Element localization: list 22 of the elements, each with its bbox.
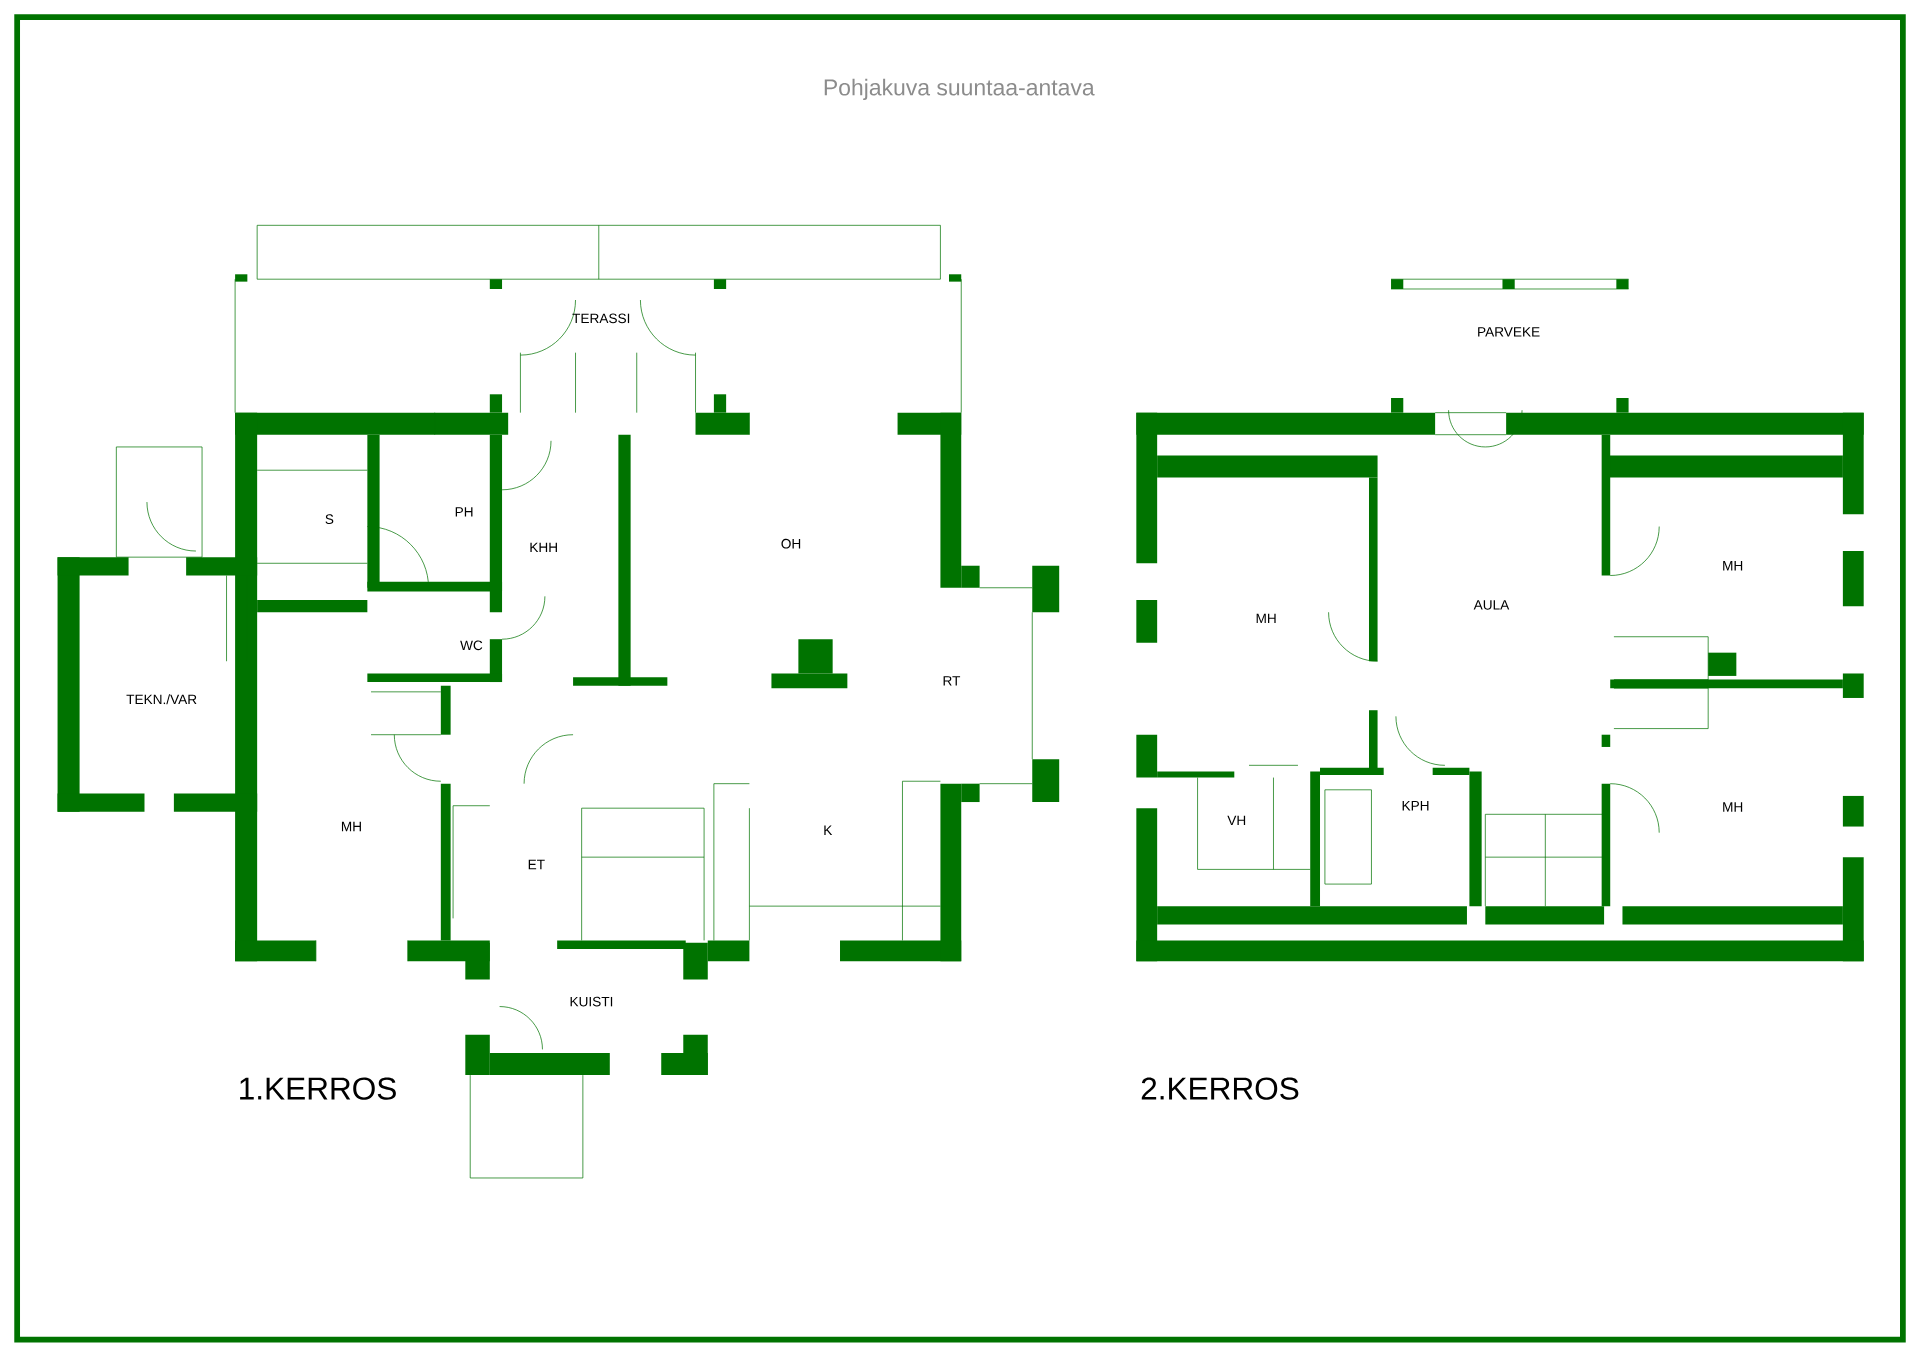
room-label: AULA [1473, 600, 1510, 610]
room-label: KUISTI [570, 996, 613, 1007]
room-label: K [824, 825, 833, 836]
room-label: OH [781, 539, 801, 549]
room-label: RT [943, 676, 961, 686]
room-label: VH [1227, 815, 1246, 826]
floor-label: 1.KERROS [240, 1077, 396, 1100]
room-label: MH [1723, 561, 1743, 571]
room-label: S [325, 514, 334, 525]
room-label: WC [460, 640, 483, 651]
diagram-title: Pohjakuva suuntaa-antava [824, 78, 1095, 101]
room-label: KPH [1402, 801, 1429, 811]
floor-label: 2.KERROS [1141, 1077, 1299, 1100]
room-label: PH [455, 507, 473, 517]
room-label: ET [528, 859, 545, 870]
room-label: PARVEKE [1478, 327, 1540, 337]
room-label: TERASSI [572, 313, 630, 324]
room-label: MH [341, 821, 361, 832]
room-label: KHH [530, 542, 557, 553]
room-label: MH [1723, 802, 1743, 812]
room-label: TEKN./VAR [126, 694, 197, 705]
room-label: MH [1256, 613, 1276, 624]
